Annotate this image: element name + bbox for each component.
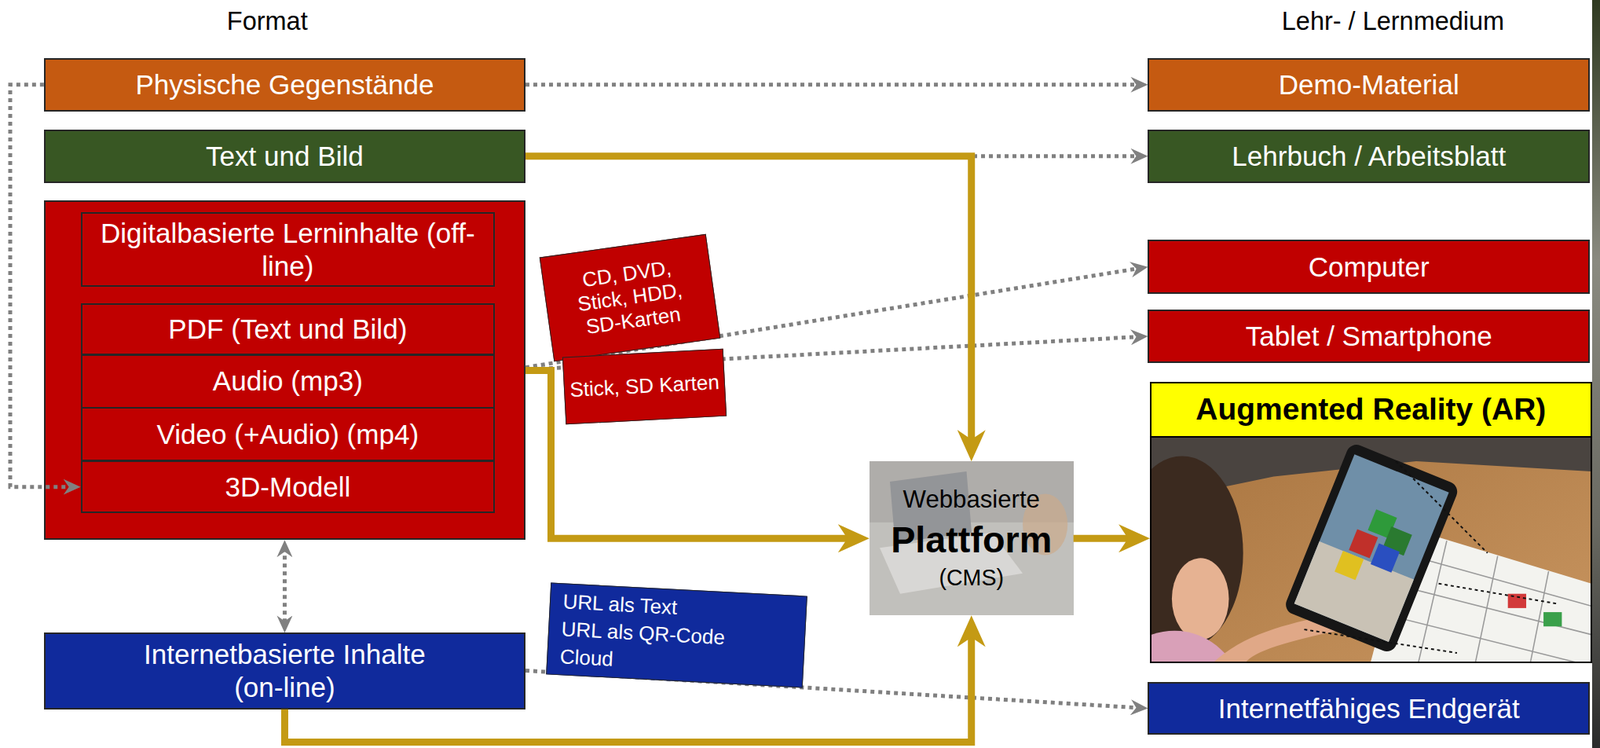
medium-box: Internetfähiges Endgerät <box>1147 681 1590 736</box>
column-heading: Lehr- / Lernmedium <box>1281 6 1505 37</box>
dotted-arrow <box>282 547 287 625</box>
medium-box: Demo-Material <box>1147 58 1590 112</box>
platform-box: WebbasiertePlattform(CMS) <box>869 461 1074 616</box>
ar-box: Augmented Reality (AR) <box>1149 381 1593 664</box>
format-box: PDF (Text und Bild) <box>80 303 495 356</box>
format-box: Text und Bild <box>43 129 526 184</box>
node-text: Cloud <box>559 642 615 674</box>
ar-heading: Augmented Reality (AR) <box>1151 383 1591 439</box>
ar-photo <box>1151 430 1592 663</box>
format-box: Audio (mp3) <box>80 354 495 409</box>
storage-note: CD, DVD, Stick, HDD, SD-Karten <box>539 234 722 362</box>
node-text: Audio (mp3) <box>212 364 363 398</box>
tablet <box>1282 441 1461 655</box>
node-text: URL als Text <box>561 587 678 622</box>
node-text: Plattform <box>890 516 1052 564</box>
medium-box: Lehrbuch / Arbeitsblatt <box>1147 129 1590 184</box>
platform-arrow <box>1073 534 1132 542</box>
column-heading: Format <box>227 6 308 37</box>
node-text: CD, DVD, Stick, HDD, SD-Karten <box>563 253 698 341</box>
medium-box: Computer <box>1147 239 1590 294</box>
format-box: Video (+Audio) (mp4) <box>80 406 495 462</box>
node-text: 3D-Modell <box>224 470 351 504</box>
node-text: Tablet / Smartphone <box>1245 319 1493 353</box>
node-text: Demo-Material <box>1278 68 1460 102</box>
storage-note: Stick, SD Karten <box>562 348 727 425</box>
worksheet-cube <box>1543 611 1562 627</box>
node-text: Internetbasierte Inhalte (on-line) <box>120 637 451 704</box>
node-text: Computer <box>1308 250 1430 284</box>
node-text: Text und Bild <box>205 139 364 173</box>
format-box: Internetbasierte Inhalte (on-line) <box>43 632 526 709</box>
worksheet-cube <box>1508 593 1527 608</box>
edge-strip <box>1592 0 1600 748</box>
photo-ground <box>869 461 1074 616</box>
medium-box: Tablet / Smartphone <box>1147 309 1590 364</box>
dotted-arrow <box>525 82 1140 87</box>
node-text: (CMS) <box>938 563 1004 593</box>
format-box: Digitalbasierte Lerninhalte (off-line) <box>80 212 495 287</box>
edge-strip-fill <box>1592 0 1600 748</box>
node-text: Physische Gegenstände <box>135 68 434 102</box>
node-text: PDF (Text und Bild) <box>168 312 407 346</box>
platform-arrow <box>525 370 851 539</box>
node-text: Digitalbasierte Lerninhalte (off-line) <box>98 216 477 283</box>
link-note: URL als TextURL als QR-CodeCloud <box>545 582 808 688</box>
format-box: 3D-Modell <box>80 460 495 514</box>
child-face <box>1171 557 1230 640</box>
format-box: Physische Gegenstände <box>43 58 526 112</box>
photo-veil <box>869 461 1074 616</box>
dotted-arrow <box>525 153 1140 158</box>
child-hair <box>1151 455 1244 650</box>
node-text: Video (+Audio) (mp4) <box>157 417 420 451</box>
node-text: Internetfähiges Endgerät <box>1218 691 1520 725</box>
node-text: Stick, SD Karten <box>569 370 721 403</box>
format-group: Digitalbasierte Lerninhalte (off-line) PD… <box>43 200 526 541</box>
node-text: Lehrbuch / Arbeitsblatt <box>1231 139 1506 173</box>
node-text: Webbasierte <box>903 483 1040 517</box>
platform-arrow <box>525 156 972 443</box>
projection-lines <box>1303 461 1559 653</box>
